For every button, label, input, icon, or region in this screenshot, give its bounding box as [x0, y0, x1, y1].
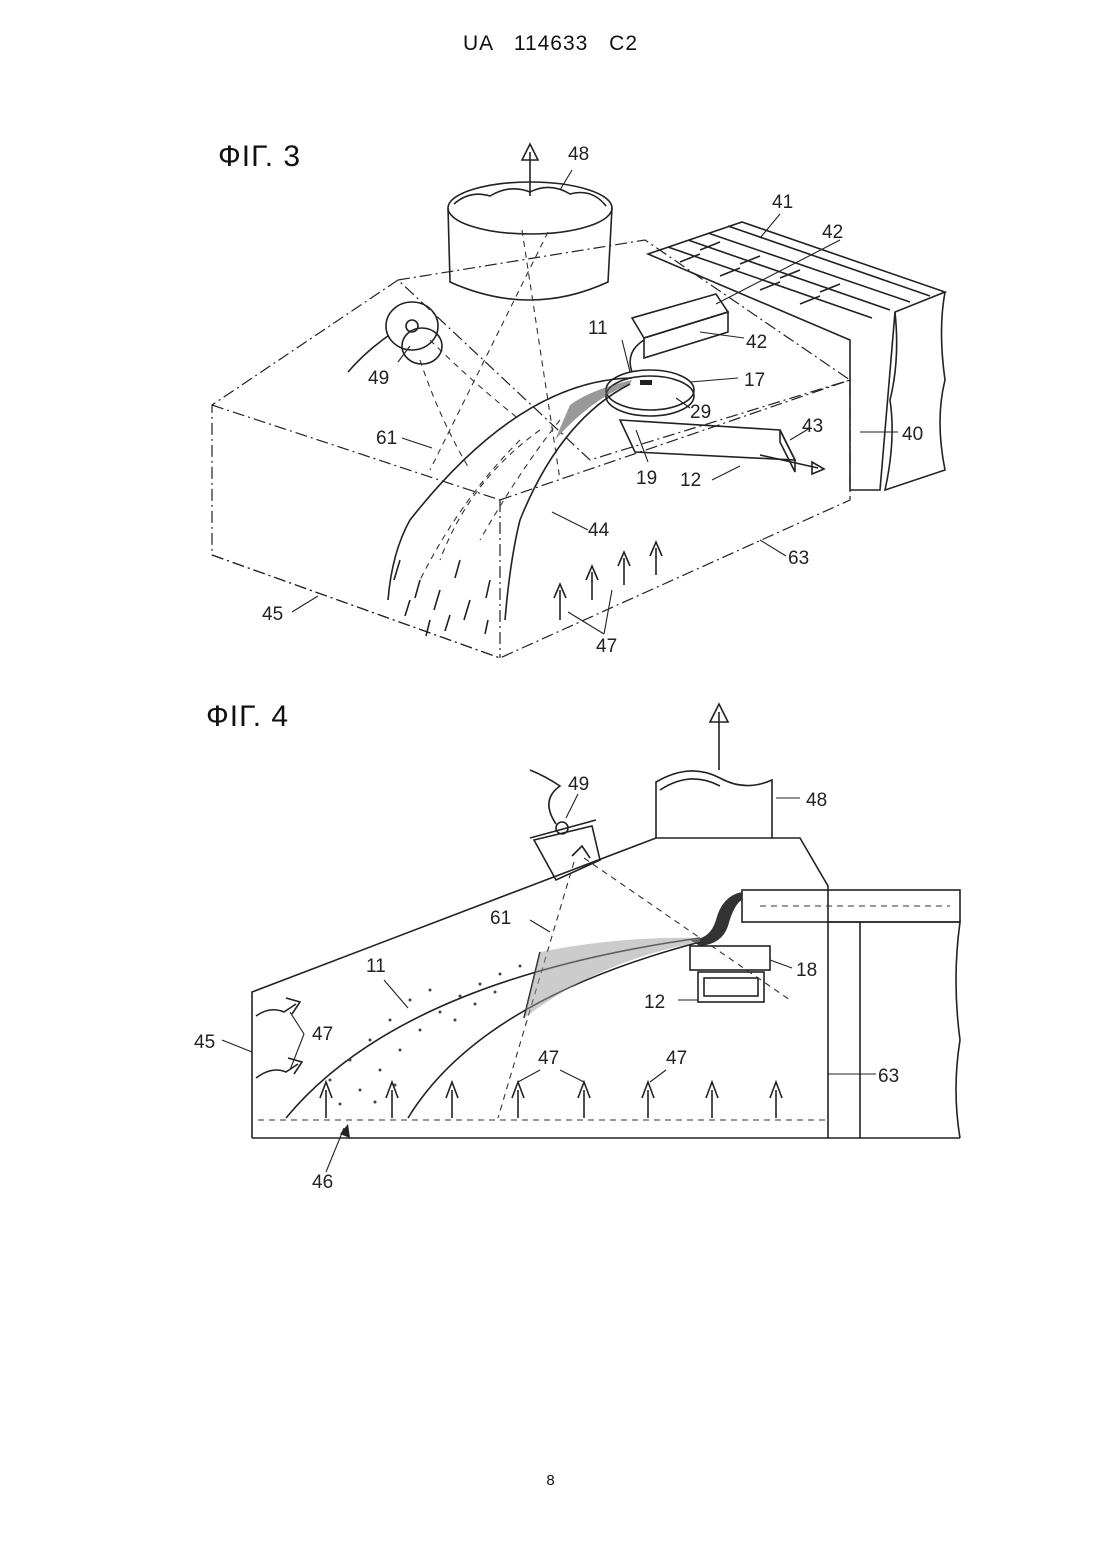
- ref-label: 17: [744, 370, 765, 391]
- distributor-and-duct: [690, 946, 770, 1002]
- ref-label: 42: [746, 332, 767, 353]
- exhaust-stack: [430, 144, 612, 480]
- particle-stream-section: [286, 938, 700, 1118]
- wall-and-feed: [690, 890, 960, 1138]
- page-number: 8: [0, 1472, 1101, 1489]
- ref-label: 19: [636, 468, 657, 489]
- ref-label: 63: [788, 548, 809, 569]
- ref-label: 11: [366, 956, 386, 977]
- ref-label: 47: [538, 1048, 559, 1069]
- ref-label: 61: [376, 428, 397, 449]
- ref-label: 49: [368, 368, 389, 389]
- ref-label: 47: [666, 1048, 687, 1069]
- ref-label: 63: [878, 1066, 899, 1087]
- ref-label: 48: [568, 144, 589, 165]
- air-flow-arrows-fig4: [256, 998, 782, 1118]
- discharge-duct: [620, 420, 824, 474]
- ref-label: 12: [644, 992, 665, 1013]
- distributor-disc: [606, 370, 694, 416]
- ref-label: 42: [822, 222, 843, 243]
- ref-label: 61: [490, 908, 511, 929]
- ref-label: 46: [312, 1172, 333, 1193]
- air-flow-arrows-fig3: [554, 542, 662, 620]
- ref-label: 44: [588, 520, 610, 541]
- particle-stream: [388, 378, 632, 636]
- ref-label: 43: [802, 416, 823, 437]
- ref-label: 40: [902, 424, 923, 445]
- figure-3-drawing: 48 41 42 42 11 17 49 29 61 43 40 19 12 4…: [212, 144, 945, 658]
- exhaust-stack-section: [656, 704, 772, 838]
- ref-label: 45: [194, 1032, 215, 1053]
- ref-label: 45: [262, 604, 283, 625]
- housing-edge-front: [212, 405, 500, 500]
- ref-label: 47: [596, 636, 617, 657]
- ref-label: 49: [568, 774, 589, 795]
- ref-label: 41: [772, 192, 793, 213]
- figure-4-drawing: 49 48 61 11 18 12 45 47 47 47 63 46: [194, 704, 960, 1193]
- ref-label: 48: [806, 790, 827, 811]
- ref-label: 29: [690, 402, 711, 423]
- ref-label: 11: [588, 318, 608, 339]
- ref-label: 47: [312, 1024, 333, 1045]
- ref-label: 18: [796, 960, 817, 981]
- housing-edge-right: [500, 380, 850, 500]
- ref-label: 12: [680, 470, 701, 491]
